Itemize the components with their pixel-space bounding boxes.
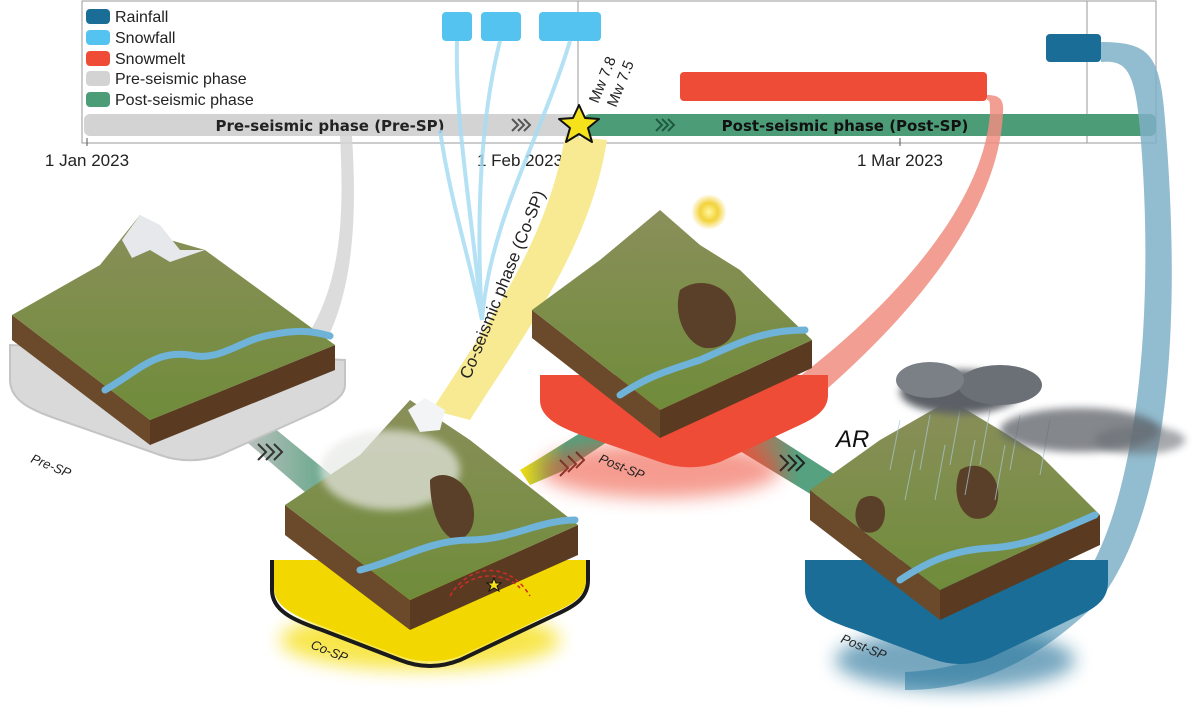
pre-sp-connector [290,136,354,368]
scene-post-sp-rainfall-block-front [940,515,1100,620]
legend-label-pre-seismic: Pre-seismic phase [115,71,247,88]
pre-bar-chevrons [511,118,532,132]
snowfall-strands [438,40,572,321]
date-label-mar: 1 Mar 2023 [857,151,943,170]
scene-pre-sp-river [101,327,334,394]
legend-label-snowmelt: Snowmelt [115,51,186,68]
scene-pre-sp-label: Pre-SP [29,451,74,481]
date-label-jan: 1 Jan 2023 [45,151,129,170]
scene-post-sp-rainfall-landslide-2 [855,496,885,533]
legend-swatch-rainfall [86,9,110,24]
scene-co-sp-river [356,516,579,574]
post-bar-chevrons [655,118,676,132]
scene-co-sp-base [270,560,590,668]
scene-post-sp-snowmelt-block-side [532,310,660,438]
flow-chevrons-1 [257,443,284,461]
scene-post-sp-snowmelt-terrain [532,210,812,410]
scene-post-sp-snowmelt-landslide [677,282,736,349]
post-seismic-bar [584,114,1156,136]
scene-pre-sp-snowcap [122,215,205,262]
legend-label-post-seismic: Post-seismic phase [115,92,254,109]
rain-cloud-icon [896,362,1185,454]
scene-co-sp: Co-SP [270,398,590,670]
scene-post-sp-snowmelt-block-front [660,340,812,438]
scene-post-sp-rainfall: AR Post-SP [805,362,1185,690]
snowfall-bar-1 [442,12,472,41]
legend-swatch-snowfall [86,30,110,45]
pre-seismic-bar-label: Pre-seismic phase (Pre-SP) [215,117,444,135]
legend-swatch-snowmelt [86,51,110,66]
legend-swatch-pre-seismic [86,71,110,86]
snowmelt-bar [680,72,987,101]
legend-swatch-post-seismic [86,92,110,107]
flow-chevrons-3 [779,454,806,472]
earthquake-star-icon [558,104,600,143]
date-label-feb: 1 Feb 2023 [477,151,563,170]
scene-pre-sp: Pre-SP [9,215,346,481]
scene-pre-sp-block-front [150,345,335,445]
scene-post-sp-rainfall-river [896,511,1099,584]
post-seismic-bar-label: Post-seismic phase (Post-SP) [722,117,969,135]
scene-co-sp-snowcap [408,398,445,432]
snowfall-bar-3 [539,12,601,41]
ar-label: AR [834,426,869,453]
legend: Rainfall Snowfall Snowmelt Pre-seismic p… [86,9,254,109]
rainfall-bar [1046,34,1101,62]
scene-co-sp-landslide [430,475,475,540]
scene-post-sp-snowmelt: Post-SP [532,194,828,498]
legend-label-snowfall: Snowfall [115,30,175,47]
scene-post-sp-rainfall-landslide-1 [956,465,999,519]
sun-icon [691,194,727,230]
scene-co-sp-fault-arcs [449,569,531,597]
scene-post-sp-rainfall-block-side [810,490,940,620]
scene-co-sp-epicenter-icon [485,576,503,593]
scene-pre-sp-terrain [12,215,335,420]
scene-post-sp-snowmelt-river [616,326,809,399]
snowmelt-connector [795,95,1004,395]
scene-pre-sp-block-side [12,315,150,445]
scene-co-sp-snow-dusting [320,430,460,510]
scene-co-sp-block-side [285,505,410,630]
co-sp-connector [432,136,607,420]
legend-label-rainfall: Rainfall [115,9,168,26]
snowfall-bar-2 [481,12,521,41]
rainfall-connector [905,42,1172,690]
